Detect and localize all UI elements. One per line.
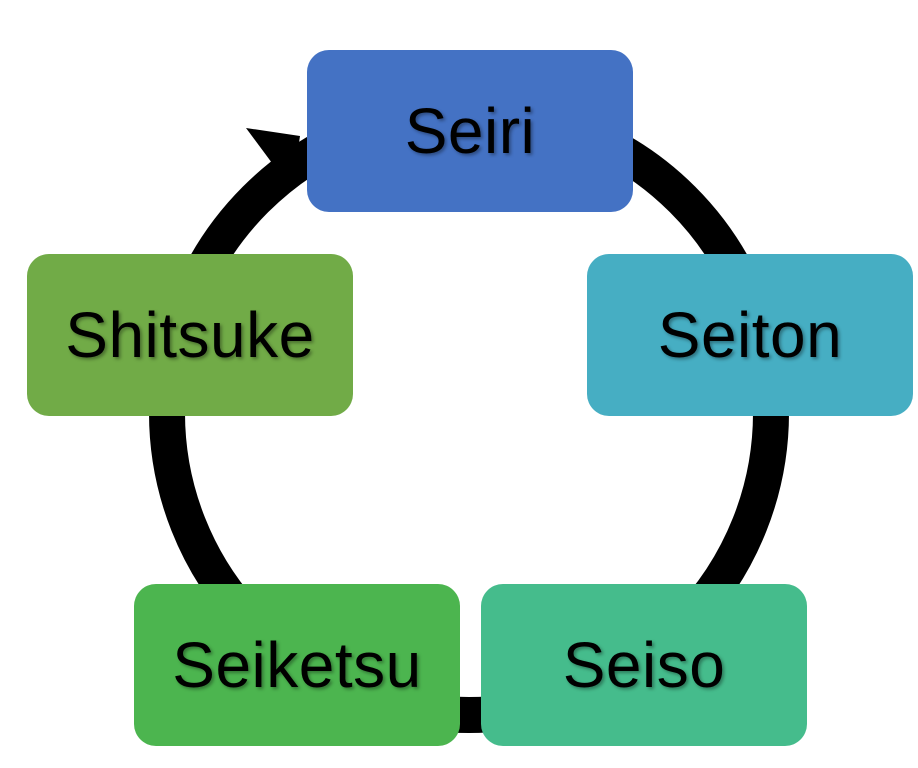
step-seiri-label: Seiri <box>404 95 536 167</box>
step-seiketsu-label: Seiketsu <box>172 629 422 701</box>
cycle-arrowhead-icon <box>246 128 300 190</box>
step-seiso: Seiso <box>481 584 807 746</box>
step-seiri: Seiri <box>307 50 633 212</box>
step-shitsuke: Shitsuke <box>27 254 353 416</box>
step-seiso-label: Seiso <box>562 629 726 701</box>
step-shitsuke-label: Shitsuke <box>65 299 315 371</box>
step-seiton: Seiton <box>587 254 913 416</box>
step-seiketsu: Seiketsu <box>134 584 460 746</box>
step-seiton-label: Seiton <box>657 299 843 371</box>
